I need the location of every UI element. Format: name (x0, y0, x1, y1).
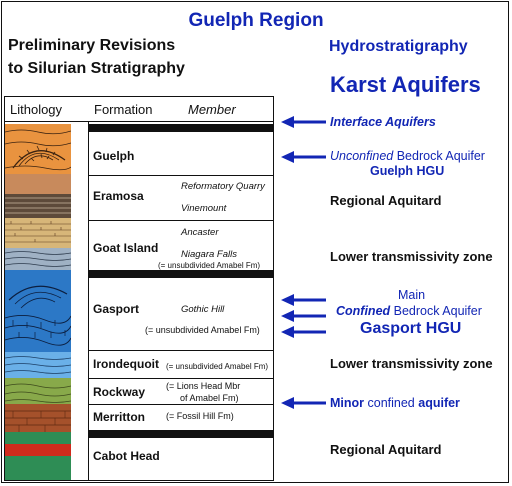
label-confined-prefix: Confined (336, 304, 391, 318)
lithology-gasport (5, 270, 71, 352)
formation-eramosa: Eramosa (93, 189, 144, 203)
member-reformatory-quarry: Reformatory Quarry (181, 181, 265, 192)
note-goat-island: (= unsubdivided Amabel Fm) (158, 261, 261, 270)
unconformity-bar-cabot (89, 430, 273, 438)
lithology-cabot-head-red (5, 444, 71, 456)
lithology-irondequoit (5, 352, 71, 378)
lithology-eramosa-lower (5, 194, 71, 218)
label-minor-b: confined (364, 396, 419, 410)
lithology-cabot-head-lower (5, 456, 71, 480)
left-subtitle-line1: Preliminary Revisions (8, 37, 176, 54)
label-minor-c: aquifer (418, 396, 460, 410)
left-subtitle-line2: to Silurian Stratigraphy (8, 60, 185, 77)
divider-eramosa-goat-island (89, 220, 273, 221)
note-merritton: (= Fossil Hill Fm) (166, 411, 234, 421)
member-niagara-falls: Niagara Falls (181, 249, 237, 260)
label-regional-aquitard-upper: Regional Aquitard (330, 193, 442, 208)
arrow-minor (281, 397, 326, 409)
arrow-gasport-1 (281, 294, 326, 306)
divider-guelph-eramosa (89, 175, 273, 176)
member-vinemount: Vinemount (181, 203, 227, 214)
divider-irondequoit-rockway (89, 378, 273, 379)
arrow-gasport-2 (281, 310, 326, 322)
formation-cabot-head: Cabot Head (93, 449, 160, 463)
formation-guelph: Guelph (93, 149, 135, 163)
label-gasport-hgu: Gasport HGU (360, 320, 462, 337)
label-minor-a: Minor (330, 396, 365, 410)
unconformity-bar-gasport (89, 270, 273, 278)
member-gothic-hill: Gothic Hill (181, 304, 225, 315)
formation-gasport: Gasport (93, 302, 140, 316)
lithology-goat-island-upper (5, 218, 71, 248)
lithology-merritton (5, 404, 71, 432)
label-unconfined-rest: Bedrock Aquifer (393, 149, 485, 163)
right-subtitle: Hydrostratigraphy (329, 38, 468, 55)
label-minor-aquifer: Minor confined aquifer (330, 396, 460, 410)
label-confined: Confined Bedrock Aquifer (336, 304, 482, 318)
karst-aquifers-heading: Karst Aquifers (330, 72, 481, 97)
formation-goat-island: Goat Island (93, 241, 159, 255)
lithology-eramosa-upper (5, 174, 71, 194)
label-guelph-hgu: Guelph HGU (370, 164, 445, 178)
formation-merritton: Merritton (93, 410, 145, 424)
formation-rockway: Rockway (93, 385, 146, 399)
arrow-unconfined (281, 151, 326, 163)
header-formation: Formation (94, 102, 153, 117)
divider-gasport-irondequoit (89, 350, 273, 351)
note-rockway-line1: (= Lions Head Mbr (166, 381, 241, 391)
label-unconfined: Unconfined Bedrock Aquifer (330, 149, 485, 163)
label-lower-transmissivity-lower: Lower transmissivity zone (330, 356, 493, 371)
header-divider (4, 121, 274, 122)
label-main: Main (398, 288, 426, 302)
lithology-rockway (5, 378, 71, 404)
formation-column-divider (88, 122, 89, 480)
divider-rockway-merritton (89, 404, 273, 405)
label-confined-rest: Bedrock Aquifer (390, 304, 482, 318)
label-regional-aquitard-lower: Regional Aquitard (330, 442, 442, 457)
label-lower-transmissivity-upper: Lower transmissivity zone (330, 249, 493, 264)
arrow-gasport-3 (281, 326, 326, 338)
note-gasport: (= unsubdivided Amabel Fm) (145, 325, 260, 335)
formation-irondequoit: Irondequoit (93, 357, 159, 371)
figure-title: Guelph Region (188, 10, 324, 31)
header-lithology: Lithology (10, 102, 63, 117)
header-member: Member (188, 102, 236, 117)
stratigraphy-table (4, 96, 274, 481)
lithology-guelph (5, 124, 71, 174)
note-rockway-line2: of Amabel Fm) (180, 393, 239, 403)
unconformity-bar-top (89, 124, 273, 132)
lithology-goat-island-lower (5, 248, 71, 270)
note-irondequoit: (= unsubdivided Amabel Fm) (166, 362, 269, 371)
lithology-cabot-head-upper (5, 432, 71, 444)
arrow-interface (281, 116, 326, 128)
member-ancaster: Ancaster (181, 227, 219, 238)
label-interface-aquifers: Interface Aquifers (330, 115, 436, 129)
label-unconfined-prefix: Unconfined (330, 149, 394, 163)
